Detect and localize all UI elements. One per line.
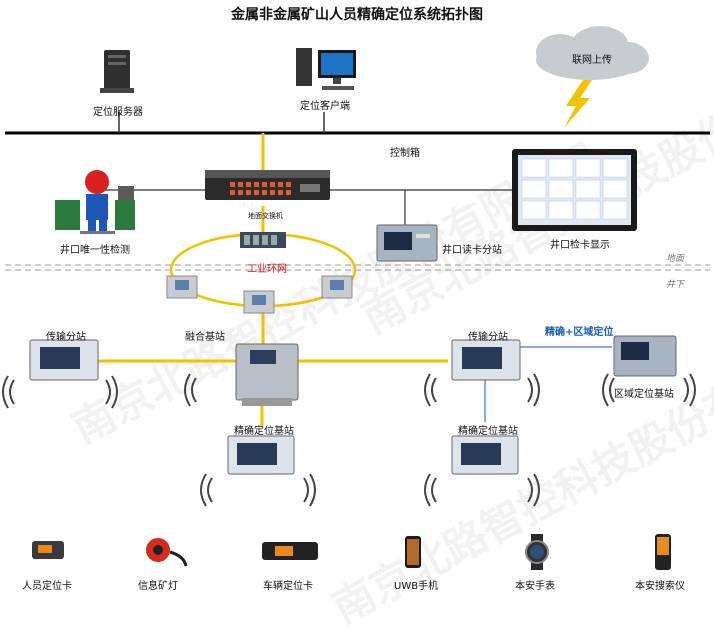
precise-station-right-icon [451, 435, 519, 475]
transfer-station-left-icon [29, 339, 99, 381]
core-switch-icon [205, 170, 330, 200]
transfer-right-label: 传输分站 [468, 332, 508, 343]
switch-caption: 地面交换机 [248, 212, 283, 220]
reader-label: 井口读卡分站 [442, 245, 502, 256]
fusion-label: 融合基站 [185, 332, 225, 343]
control-box-label: 控制箱 [390, 148, 420, 159]
device-label: 本安搜索仪 [635, 581, 685, 592]
underground-label: 井下 [666, 280, 685, 290]
id-card-icon [32, 541, 64, 559]
ring-node-right [321, 275, 353, 299]
region-label: 区域定位基站 [614, 389, 674, 400]
device-label: UWB手机 [394, 581, 439, 592]
ring-switch-icon [240, 232, 286, 248]
detector-label: 井口唯一性检测 [60, 245, 130, 256]
signal-waves [2, 373, 696, 507]
precise-right-label: 精确定位基站 [458, 426, 518, 437]
device-label: 车辆定位卡 [263, 581, 313, 592]
display-label: 井口检卡显示 [550, 240, 610, 251]
ring-label: 工业环网 [247, 264, 287, 275]
wellhead-reader-icon [376, 224, 438, 262]
client-label: 定位客户端 [300, 101, 350, 112]
cloud-icon [536, 26, 649, 80]
precise-left-label: 精确定位基站 [234, 426, 294, 437]
search-device-icon [655, 534, 671, 570]
miner-lamp-icon [146, 538, 188, 567]
device-label: 本安手表 [515, 581, 555, 592]
cloud-label: 联网上传 [572, 55, 612, 66]
wellhead-display-icon [512, 149, 637, 231]
portal-detector-icon [55, 170, 135, 234]
server-icon [100, 50, 134, 93]
lightning-icon [564, 80, 592, 128]
ground-label: 地面 [666, 254, 685, 264]
precise-station-left-icon [227, 435, 295, 475]
device-label: 人员定位卡 [22, 581, 72, 592]
diagram-title: 金属非金属矿山人员精确定位系统拓扑图 [231, 7, 483, 23]
client-pc-icon [296, 48, 356, 90]
transfer-left-label: 传输分站 [46, 332, 86, 343]
server-label: 定位服务器 [93, 107, 143, 118]
precise-region-label: 精确+区域定位 [545, 327, 614, 338]
phone-icon [405, 536, 421, 568]
device-label: 信息矿灯 [138, 581, 178, 592]
ring-node-left [166, 275, 198, 299]
topology-diagram [2, 26, 710, 570]
vehicle-card-icon [262, 542, 318, 560]
fusion-station-icon [235, 343, 299, 406]
region-station-icon [613, 335, 677, 377]
transfer-station-right-icon [451, 339, 521, 381]
ring-node-bottom [243, 290, 275, 314]
watch-icon [525, 534, 549, 570]
